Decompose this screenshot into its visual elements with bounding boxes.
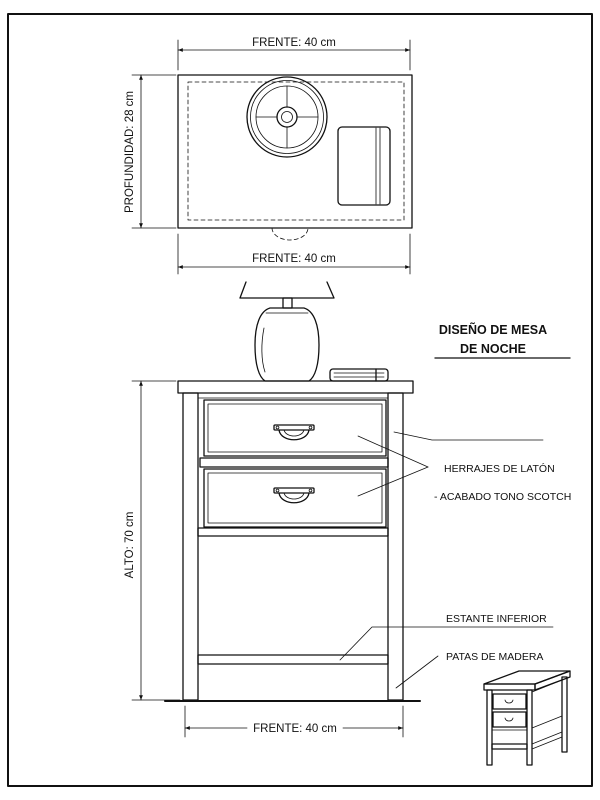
book-cover [337,126,391,206]
top-drawer-panel [207,403,383,453]
lamp-socket [281,111,293,123]
bottom-drawer [203,468,387,528]
book-body [329,368,389,382]
sketch-front-left-leg [486,689,493,766]
depth-dimension-label: PROFUNDIDAD: 28 cm [124,91,136,213]
top-drawer [203,399,387,457]
pull-screw [308,488,313,493]
shelf-leader-line [339,626,554,661]
lamp-shade [239,281,335,299]
lamp-shade-outer-ring [246,76,328,158]
top-drawer-cup-pull [273,424,315,441]
sketch-back-right-leg [561,676,568,753]
hidden-drawer-pull [271,227,309,241]
bottom-drawer-cup-pull [273,487,315,504]
lower-shelf [197,654,389,665]
book-side-view [329,368,389,382]
title-block: DISEÑO DE MESA DE NOCHE [434,322,571,359]
tabletop-plan-outline [177,74,413,229]
sketch-front-right-leg [526,689,533,766]
right-leg [387,392,404,701]
sketch-bottom-drawer [492,711,527,728]
lamp-top-view [246,76,328,158]
pull-screw [275,488,280,493]
lamp-base-highlight [261,327,266,373]
pull-cup-inner [283,429,305,437]
top-drawer-front [203,399,387,457]
lamp-shade-inner-ring [250,80,324,154]
sketch-drawer-pull [504,717,514,722]
sketch-drawer-pull [504,699,514,704]
sketch-top-front-edge [483,683,536,691]
lamp-socket-ring [276,106,298,128]
sketch-shelf-front [491,743,528,750]
pull-cup [278,429,310,441]
nightstand-3d-sketch [483,670,571,766]
blank-leader-line [393,431,544,441]
book-top-view [337,126,391,206]
sketch-shelf-side [531,731,563,750]
pull-backplate [273,487,315,494]
bottom-drawer-front [203,468,387,528]
front-dimension-label-bottom: FRENTE: 40 cm [252,253,336,265]
bottom-rail [197,527,389,537]
lamp-neck [282,297,293,309]
hardware-leader-line [357,466,429,497]
pull-cup-inner [283,492,305,500]
left-leg [182,392,199,701]
pull-backplate [273,424,315,431]
finish-callout: - ACABADO TONO SCOTCH [434,491,571,503]
plan-view: FRENTE: 40 cm PROFUNDIDAD: 28 cm [124,37,413,275]
sketch-top-side-edge [534,670,571,691]
legs-leader-line [395,655,439,689]
pull-cup [278,492,310,504]
sheet-border [7,13,593,787]
hidden-frame-outline [187,81,405,221]
pull-screw [308,425,313,430]
callouts: HERRAJES DE LATÓN - ACABADO TONO SCOTCH … [339,431,571,689]
bottom-drawer-panel [207,472,383,524]
height-dimension-label: ALTO: 70 cm [124,512,136,579]
table-lamp [239,281,335,382]
front-dimension-label-top: FRENTE: 40 cm [252,37,336,49]
pull-screw [275,425,280,430]
title-line-1: DISEÑO DE MESA [439,322,547,337]
drawer-divider-rail [199,457,389,468]
tabletop [177,380,414,394]
title-line-2: DE NOCHE [460,342,526,356]
shelf-callout: ESTANTE INFERIOR [446,613,547,625]
hardware-callout: HERRAJES DE LATÓN [444,462,555,475]
elevation-view: ALTO: 70 cm FRENTE: 40 cm [124,281,421,738]
sketch-top-drawer [492,693,527,710]
sketch-side-panel [531,679,563,729]
hardware-leader-line [357,435,429,468]
front-dimension-label-elevation: FRENTE: 40 cm [253,723,337,735]
legs-callout: PATAS DE MADERA [446,651,543,663]
